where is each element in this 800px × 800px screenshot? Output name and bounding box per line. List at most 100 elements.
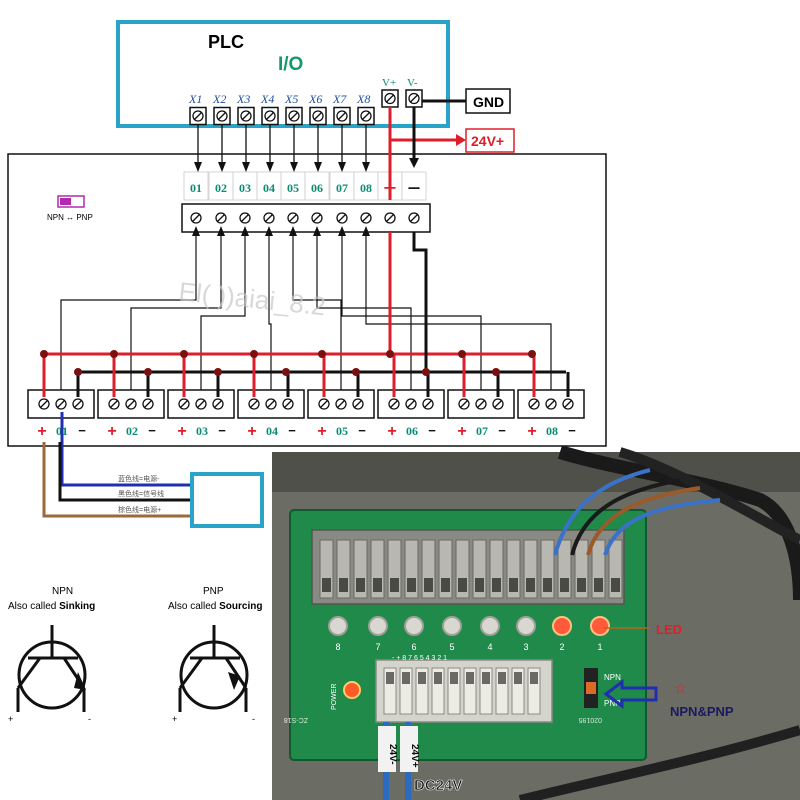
channel-number: 06 [406, 424, 418, 438]
board-outline [7, 153, 607, 447]
board-screw [190, 212, 202, 224]
plc-input-terminal [237, 106, 255, 126]
channel-screw [458, 398, 470, 410]
channel-minus: − [428, 423, 436, 438]
red-junction-dot [318, 350, 326, 358]
channel-screw [528, 398, 540, 410]
io-label: I/O [278, 54, 303, 75]
led-number: 7 [375, 642, 380, 652]
vplus-terminal [381, 89, 399, 108]
v24-label: 24V+ [471, 133, 504, 149]
channel-led [480, 616, 500, 636]
channel-block: +06− [377, 354, 445, 440]
plc-title: PLC [208, 32, 244, 52]
model-label: ZC-S18 [284, 716, 308, 723]
strip-number: 02 [215, 181, 227, 195]
npn-minus: - [88, 714, 91, 724]
star-mark: ☆ [674, 680, 687, 696]
blue-wire-label: 蓝色线=电源- [118, 474, 160, 483]
plc-input-label: X5 [284, 92, 298, 106]
serial-label: 020195 [579, 716, 602, 723]
red-junction-dot [250, 350, 258, 358]
wire-label-24v-minus: 24V- [387, 744, 398, 765]
black-junction-dot [352, 368, 360, 376]
gnd-label: GND [473, 94, 504, 110]
channel-screw [72, 398, 84, 410]
cable-bundle [557, 445, 800, 601]
board-screw [408, 212, 420, 224]
channel-screw [55, 398, 67, 410]
channel-screw [248, 398, 260, 410]
strip-number: 01 [190, 181, 202, 195]
brown-sensor-wire [42, 442, 192, 518]
black-wire-label: 黑色线=信号线 [118, 489, 164, 498]
pnp-title: PNP [203, 586, 224, 597]
board-screw [311, 212, 323, 224]
channel-led [442, 616, 462, 636]
channel-plus: + [37, 423, 46, 440]
channel-minus: − [498, 423, 506, 438]
red-junction-dot [40, 350, 48, 358]
channel-plus: + [317, 423, 326, 440]
board-screw-strip [181, 203, 431, 233]
strip-number: 07 [336, 181, 348, 195]
channel-screw [212, 398, 224, 410]
board-screws [190, 212, 420, 224]
channel-led [404, 616, 424, 636]
led-number: 1 [597, 642, 602, 652]
channel-block: +07− [447, 354, 515, 440]
channel-number: 07 [476, 424, 488, 438]
v24-box [465, 128, 515, 153]
switch-pnp-label: PNP [604, 699, 620, 708]
black-junction-dot [492, 368, 500, 376]
channel-screw [388, 398, 400, 410]
led-number: 8 [335, 642, 340, 652]
channel-number: 03 [196, 424, 208, 438]
red-junction-dot [528, 350, 536, 358]
dc24v-label: DC24V [414, 777, 462, 794]
pnp-plus: + [172, 714, 177, 724]
channel-screw [195, 398, 207, 410]
plc-input-label: X2 [212, 92, 226, 106]
board-screw [215, 212, 227, 224]
black-junction-dot [214, 368, 222, 376]
led-number: 4 [487, 642, 492, 652]
plc-input-terminal [309, 106, 327, 126]
vminus-arrow [409, 158, 419, 168]
plc-input-label: X6 [308, 92, 322, 106]
pnp-transistor-symbol [178, 625, 249, 712]
pnp-minus: - [252, 714, 255, 724]
channel-block: +08− [517, 354, 585, 440]
switch-pointer-arrow [603, 679, 658, 709]
channel-minus: − [218, 423, 226, 438]
black-junction-dot [422, 368, 430, 376]
channel-block: +02− [97, 354, 165, 440]
board-screw [263, 212, 275, 224]
led-number: 6 [411, 642, 416, 652]
led-number: 5 [449, 642, 454, 652]
red-junction-dot [458, 350, 466, 358]
watermark: El( ))aiai_8.2 [177, 276, 327, 321]
strip-number: 05 [287, 181, 299, 195]
channel-plus: + [247, 423, 256, 440]
channel-screw [125, 398, 137, 410]
strip-cell [353, 171, 379, 201]
channel-number: 04 [266, 424, 278, 438]
channel-plus: + [527, 423, 536, 440]
red-junction-dot [386, 350, 394, 358]
red-junction-dot [110, 350, 118, 358]
npn-title: NPN [52, 586, 73, 597]
channel-plus: + [387, 423, 396, 440]
red-junction-dot [180, 350, 188, 358]
npn-subtitle: Also called Sinking [8, 601, 95, 612]
plc-input-terminal [213, 106, 231, 126]
channel-led [552, 616, 572, 636]
strip-number: 04 [263, 181, 275, 195]
strip-cell [304, 171, 330, 201]
channel-block: +04− [237, 354, 305, 440]
strip-cell [280, 171, 306, 201]
board-screw [384, 212, 396, 224]
channel-screw [492, 398, 504, 410]
